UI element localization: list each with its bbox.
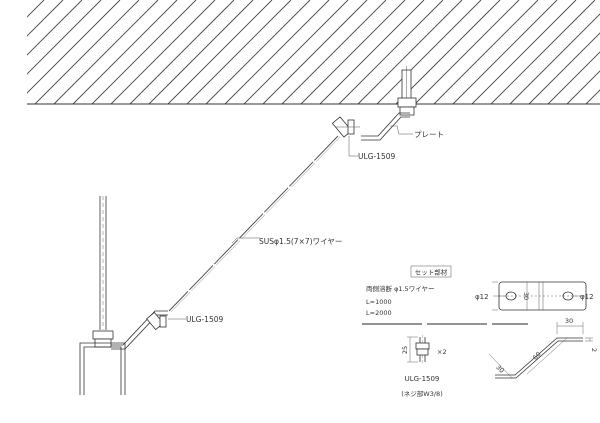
set-parts-title: セット部材 bbox=[415, 268, 448, 277]
bolt-detail: 25 ×2 ULG-1509 (ネジ部W3/8) bbox=[401, 335, 447, 398]
lower-bracket bbox=[79, 310, 168, 395]
hatch-line bbox=[27, 0, 45, 18]
hatch-line bbox=[91, 0, 197, 104]
hanger-rod bbox=[99, 196, 107, 330]
flange-length: 30 bbox=[565, 317, 573, 325]
hatch-line bbox=[224, 0, 330, 104]
plate-thickness: 2 bbox=[590, 348, 598, 352]
ceiling-slab bbox=[27, 0, 600, 105]
upper-bracket bbox=[361, 112, 410, 141]
length-2: L=2000 bbox=[366, 309, 392, 317]
hatch-line bbox=[376, 0, 482, 104]
hatch-line bbox=[414, 0, 520, 104]
plate-top-view: φ12 φ12 30 bbox=[475, 281, 594, 311]
set-parts-panel: セット部材 両側溶断 φ1.5ワイヤー L=1000 L=2000 bbox=[362, 265, 528, 325]
hole-right-label: φ12 bbox=[580, 293, 594, 301]
hatch-line bbox=[167, 0, 273, 104]
lower-turnbuckle bbox=[146, 311, 167, 331]
length-1: L=1000 bbox=[366, 298, 392, 306]
hatch-line bbox=[262, 0, 368, 104]
upper-turnbuckle bbox=[331, 116, 360, 138]
hatch-line bbox=[319, 0, 425, 104]
hatch-line bbox=[452, 0, 558, 104]
hatch-line bbox=[471, 0, 577, 104]
hatch-line bbox=[300, 0, 406, 104]
hatch-line bbox=[243, 0, 349, 104]
turnbuckle-top-label: ULG-1509 bbox=[358, 152, 396, 161]
plate-width: 30 bbox=[522, 292, 530, 300]
hatch-line bbox=[27, 0, 83, 56]
hatch-line bbox=[357, 0, 463, 104]
angled-long: 60 bbox=[531, 350, 543, 362]
wire-spec: 両側溶断 φ1.5ワイヤー bbox=[366, 284, 435, 293]
hatch-line bbox=[110, 0, 216, 104]
bolt-length: 25 bbox=[401, 346, 409, 354]
turnbuckle-top-leader bbox=[348, 136, 358, 157]
hatch-line bbox=[395, 0, 501, 104]
bolt-count: ×2 bbox=[437, 348, 447, 356]
hatch-line bbox=[72, 0, 178, 104]
wire-label: SUSφ1.5(7×7)ワイヤー bbox=[259, 237, 342, 246]
hatch-line bbox=[34, 0, 140, 104]
hatch-line bbox=[129, 0, 235, 104]
hatch-line bbox=[186, 0, 292, 104]
hatch-line bbox=[27, 0, 102, 75]
hatch-line bbox=[547, 51, 600, 104]
hatch-line bbox=[281, 0, 387, 104]
plate-leader bbox=[390, 125, 413, 135]
hatch-line bbox=[27, 0, 64, 37]
hatch-line bbox=[433, 0, 539, 104]
bolt-name: ULG-1509 bbox=[405, 375, 440, 383]
turnbuckle-bottom-label: ULG-1509 bbox=[186, 315, 224, 324]
plate-label: プレート bbox=[414, 130, 444, 139]
angled-short: 30 bbox=[494, 363, 506, 375]
wire-leader bbox=[231, 237, 260, 244]
hatch-line bbox=[509, 13, 600, 104]
hatch-line bbox=[490, 0, 596, 104]
hole-left-label: φ12 bbox=[475, 293, 489, 301]
ceiling-anchor bbox=[397, 66, 417, 116]
brace-wire bbox=[168, 135, 341, 313]
hatch-line bbox=[566, 70, 600, 104]
hatch-line bbox=[205, 0, 311, 104]
hatch-line bbox=[338, 0, 444, 104]
hatch-line bbox=[27, 0, 121, 94]
hatch-line bbox=[148, 0, 254, 104]
bolt-note: (ネジ部W3/8) bbox=[401, 389, 442, 398]
hatch-line bbox=[53, 0, 159, 104]
hatch-line bbox=[528, 32, 600, 104]
plate-side-view: 30 2 60 30 bbox=[488, 317, 598, 379]
